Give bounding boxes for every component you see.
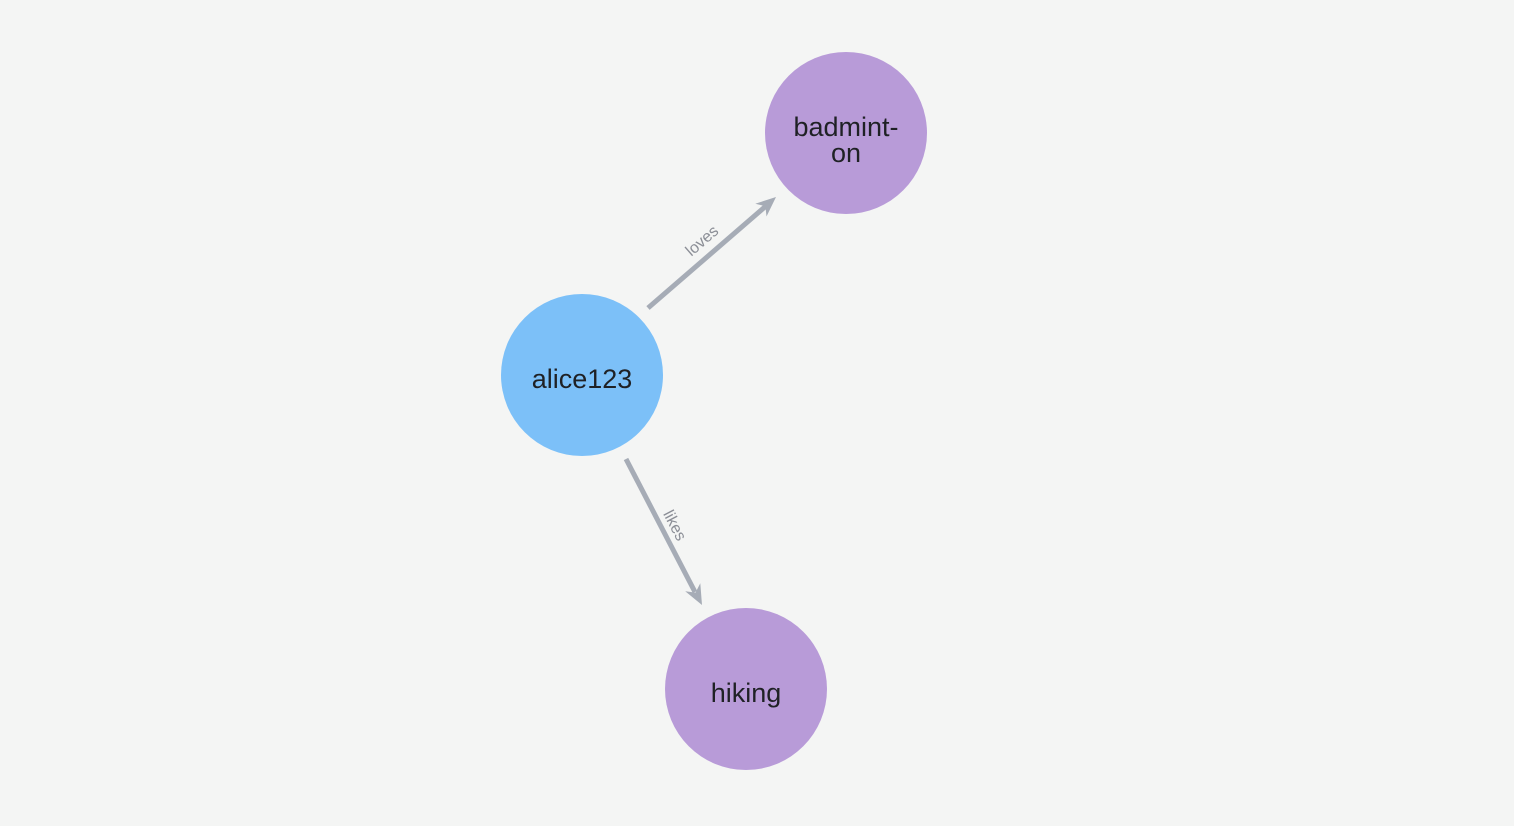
- node-circle-alice123[interactable]: [501, 294, 663, 456]
- node-circle-hiking[interactable]: [665, 608, 827, 770]
- edge-line-loves[interactable]: [646, 204, 768, 310]
- edge-label-loves: loves: [683, 223, 722, 260]
- node-alice123[interactable]: alice123: [501, 294, 663, 456]
- node-badminton[interactable]: badmint- on: [765, 52, 927, 214]
- node-circle-badminton[interactable]: [765, 52, 927, 214]
- edge-label-likes: likes: [659, 508, 689, 544]
- edge-likes[interactable]: likes: [623, 457, 702, 605]
- edge-loves[interactable]: loves: [646, 197, 776, 310]
- arrowhead-icon: [685, 583, 702, 605]
- node-hiking[interactable]: hiking: [665, 608, 827, 770]
- edge-line-likes[interactable]: [623, 457, 698, 594]
- arrowhead-icon: [755, 197, 776, 217]
